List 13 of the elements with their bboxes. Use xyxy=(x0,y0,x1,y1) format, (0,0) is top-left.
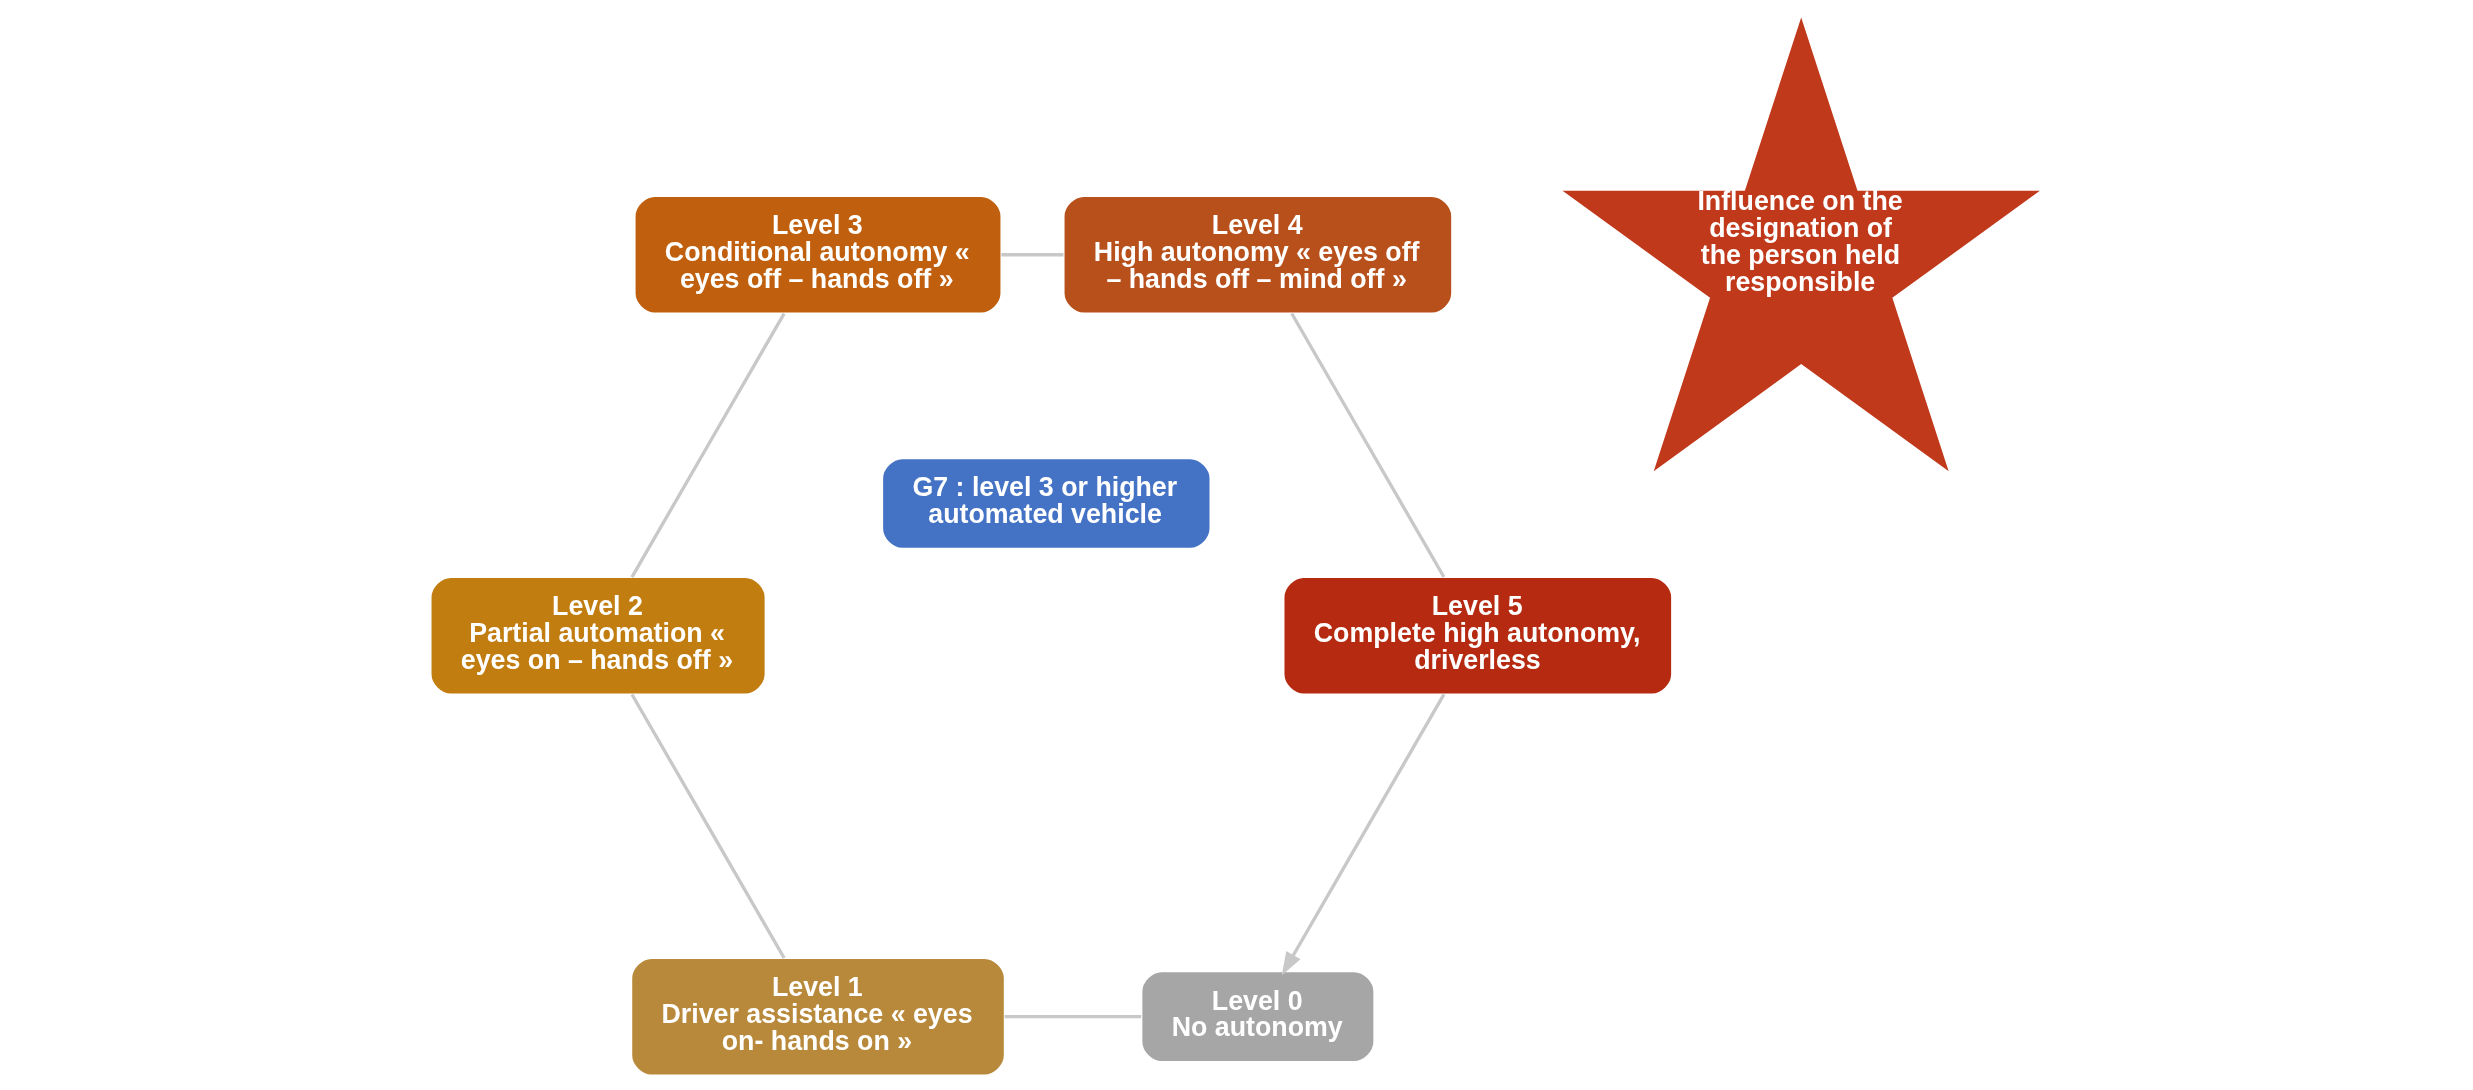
node-box: Level 3 Conditional autonomy « eyes off – hands off » xyxy=(633,195,1003,315)
node-box: Level 5 Complete high autonomy, driverless xyxy=(1282,576,1673,696)
connector xyxy=(630,312,786,578)
arrow xyxy=(1281,693,1446,976)
connector xyxy=(1001,253,1064,257)
connector xyxy=(630,693,786,959)
node-box: Level 4 High autonomy « eyes off – hands off – mind off » xyxy=(1062,195,1453,315)
node-box: Level 2 Partial automation « eyes on – hands off » xyxy=(429,576,767,696)
node-box: G7 : level 3 or higher automated vehicle xyxy=(881,457,1212,550)
node-box: Level 0 No autonomy xyxy=(1140,970,1376,1063)
connector xyxy=(1290,312,1446,578)
node-box: Level 1 Driver assistance « eyes on- hands on » xyxy=(630,957,1006,1077)
connector xyxy=(1004,1015,1142,1019)
